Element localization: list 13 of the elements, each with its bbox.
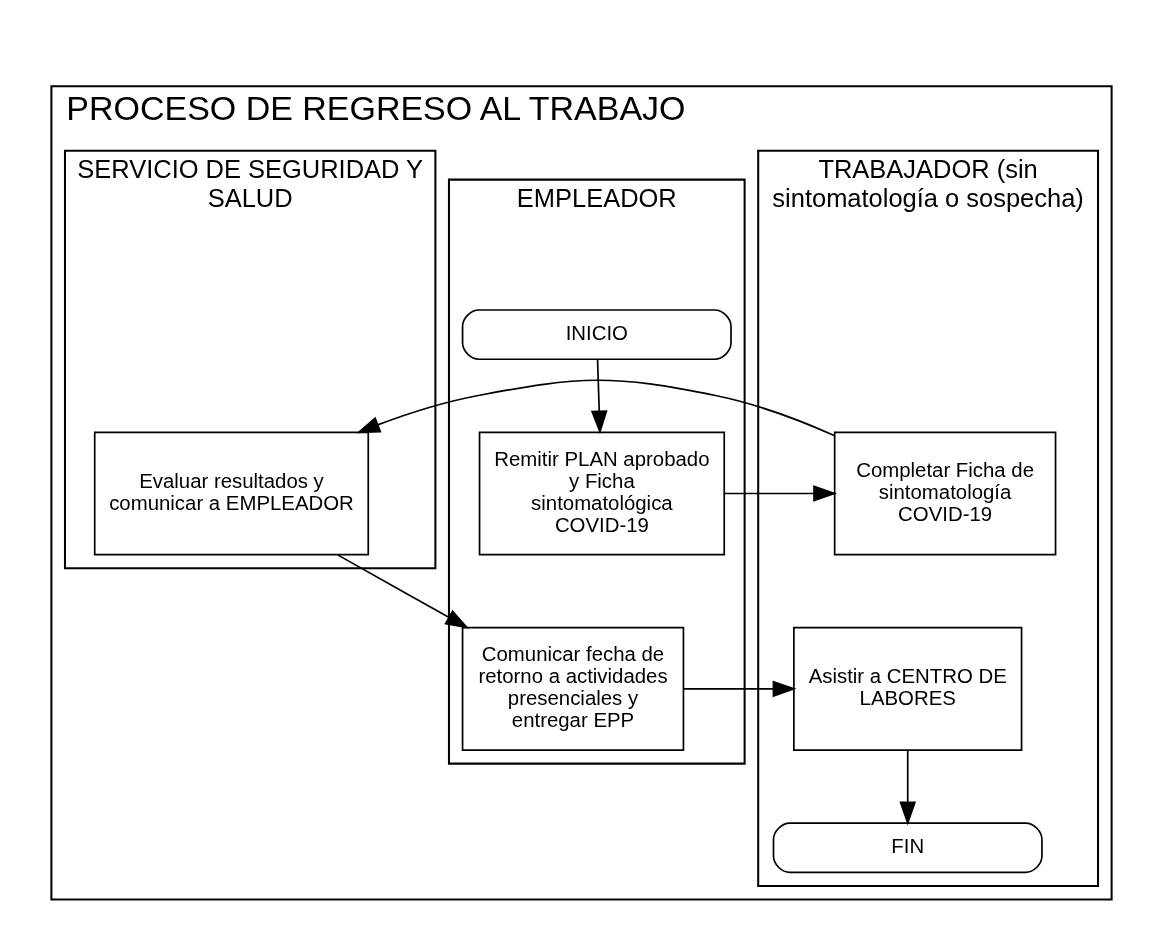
node-box: Asistir a CENTRO DE LABORES [792,626,1022,751]
arrow [590,358,608,435]
node-box: FIN [772,822,1043,874]
node-box: Completar Ficha de sintomatología COVID-19 [833,431,1056,556]
arrow [336,554,469,629]
arrow [682,680,796,698]
node-box: Comunicar fecha de retorno a actividades presenciales y entregar EPP [461,626,684,751]
arrow [723,485,837,502]
arrow [898,749,916,826]
node-box: Remitir PLAN aprobado y Ficha sintomatológica COVID-19 [478,431,725,556]
node-box: Evaluar resultados y comunicar a EMPLEADOR [93,431,369,556]
arrow [355,379,835,437]
node-box: INICIO [461,309,732,361]
